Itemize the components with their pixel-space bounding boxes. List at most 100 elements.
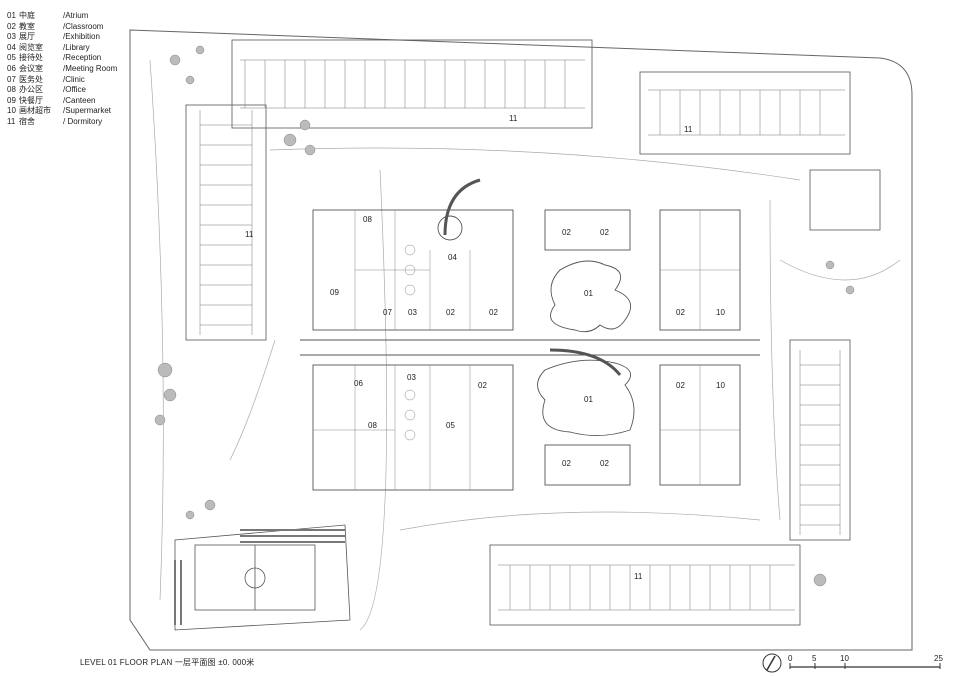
legend-num: 09 <box>7 95 16 105</box>
legend-num: 03 <box>7 32 16 42</box>
legend-en: /Reception <box>63 53 102 63</box>
block-nw <box>312 209 514 331</box>
atrium-north <box>550 260 632 333</box>
legend-en: /Atrium <box>63 11 89 20</box>
legend-en: / Dormitory <box>63 116 103 126</box>
legend-zh: 快餐厅 <box>19 95 43 105</box>
room-label: 02 <box>446 308 455 317</box>
dormitory-units <box>199 59 845 611</box>
legend-en: /Meeting Room <box>63 63 118 73</box>
north-arrow-icon <box>762 653 782 673</box>
legend-en: /Clinic <box>63 74 85 84</box>
atrium-south <box>537 359 635 436</box>
ramp <box>549 348 622 376</box>
room-label: 11 <box>245 230 254 239</box>
room-labels: 08 04 02 02 09 07 03 02 02 01 02 10 06 0… <box>245 114 725 581</box>
dormitory-south <box>489 544 801 626</box>
main-building <box>300 209 760 491</box>
room-label: 09 <box>330 288 339 297</box>
legend-en: /Supermarket <box>63 106 112 116</box>
corridor <box>300 339 760 356</box>
scale-bar: 0 5 10 25 <box>762 653 943 673</box>
room-label: 01 <box>584 289 593 298</box>
legend-zh: 宿舍 <box>19 116 35 126</box>
room-label: 02 <box>676 381 685 390</box>
room-label: 07 <box>383 308 392 317</box>
room-label: 10 <box>716 308 725 317</box>
legend-num: 06 <box>7 63 16 73</box>
north-arrow-needle <box>766 655 776 671</box>
room-label: 01 <box>584 395 593 404</box>
legend-num: 01 <box>7 11 16 20</box>
legend-en: /Office <box>63 85 86 95</box>
legend-zh: 中庭 <box>19 11 35 20</box>
room-label: 02 <box>489 308 498 317</box>
legend-num: 05 <box>7 53 16 63</box>
site-boundary <box>129 29 913 651</box>
room-label: 08 <box>368 421 377 430</box>
legend-zh: 办公区 <box>19 85 43 95</box>
trees <box>154 45 855 587</box>
room-label: 02 <box>478 381 487 390</box>
dormitory-northeast <box>639 71 851 155</box>
legend-num: 08 <box>7 85 16 95</box>
legend-num: 02 <box>7 21 16 31</box>
room-label: 02 <box>562 228 571 237</box>
interior-partitions <box>313 210 740 490</box>
legend-zh: 阅览室 <box>19 42 43 52</box>
room-label: 02 <box>562 459 571 468</box>
legend-num: 04 <box>7 42 16 52</box>
legend-zh: 展厅 <box>19 32 35 42</box>
room-label: 06 <box>354 379 363 388</box>
plan-caption: LEVEL 01 FLOOR PLAN 一层平面图 ±0. 000米 <box>80 658 255 667</box>
classroom-south <box>544 444 631 486</box>
room-label: 08 <box>363 215 372 224</box>
legend-en: /Exhibition <box>63 32 100 42</box>
room-label: 02 <box>600 228 609 237</box>
legend-en: /Library <box>63 42 90 52</box>
room-label: 03 <box>407 373 416 382</box>
room-label: 11 <box>509 114 518 123</box>
bleachers <box>174 529 345 625</box>
legend-zh: 接待处 <box>19 53 43 63</box>
paths <box>149 59 901 631</box>
spiral-stair <box>443 178 481 236</box>
room-label: 05 <box>446 421 455 430</box>
legend-zh: 教室 <box>19 21 35 31</box>
scale-tick: 0 <box>788 654 793 663</box>
basketball-court <box>174 524 351 631</box>
dormitory-corner <box>809 169 881 231</box>
dormitory-blocks <box>185 39 881 626</box>
legend-en: /Classroom <box>63 21 104 31</box>
block-sw <box>312 364 514 491</box>
room-label: 03 <box>408 308 417 317</box>
dormitory-west <box>185 104 267 341</box>
scale-tick: 5 <box>812 654 817 663</box>
legend-num: 07 <box>7 74 16 84</box>
room-label: 11 <box>684 125 693 134</box>
scale-tick: 10 <box>840 654 849 663</box>
room-label: 10 <box>716 381 725 390</box>
legend-en: /Canteen <box>63 95 96 105</box>
legend-zh: 会议室 <box>19 63 43 73</box>
room-label: 02 <box>676 308 685 317</box>
legend-num: 11 <box>7 116 16 126</box>
atrium <box>437 178 635 436</box>
dormitory-east <box>789 339 851 541</box>
room-label: 04 <box>448 253 457 262</box>
room-label: 11 <box>634 572 643 581</box>
scale-tick: 25 <box>934 654 943 663</box>
dormitory-north <box>231 39 593 129</box>
room-label: 02 <box>600 459 609 468</box>
